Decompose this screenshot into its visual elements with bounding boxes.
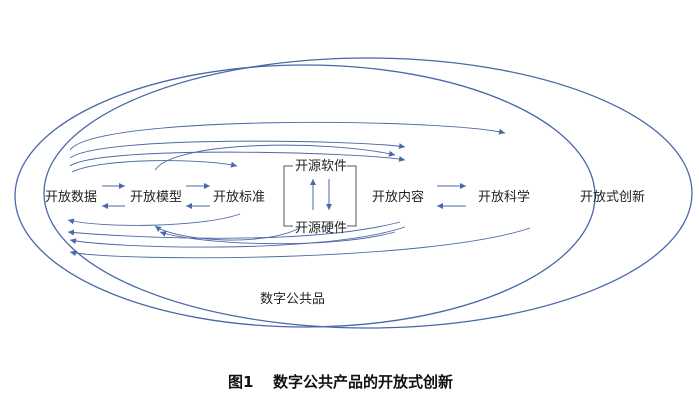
label-digital-public-goods: 数字公共品: [260, 292, 325, 307]
label-open-innovation: 开放式创新: [580, 189, 645, 205]
digital-public-goods-ellipse: [14, 64, 596, 328]
top-feedback-arrows: [69, 121, 506, 173]
adjacent-arrows: [102, 179, 466, 210]
bottom-feedback-arrows: [67, 213, 531, 259]
node-open-standard: 开放标准: [213, 190, 265, 205]
arrow-model-to-software: [154, 144, 396, 171]
arrow-content-to-data-b: [67, 221, 401, 239]
arrow-hardware-to-model: [154, 225, 301, 241]
node-open-content: 开放内容: [372, 189, 424, 205]
arrow-data-to-software-b: [69, 151, 406, 167]
arrow-science-to-data-bottom: [69, 227, 531, 259]
open-source-bracket: [283, 165, 357, 227]
node-open-data: 开放数据: [45, 190, 97, 205]
arrow-data-to-software-a: [69, 140, 406, 159]
arrow-data-to-science-top: [69, 121, 506, 151]
node-open-model: 开放模型: [130, 190, 182, 205]
node-open-source-hardware: 开源硬件: [295, 221, 347, 236]
caption-title: 数字公共产品的开放式创新: [273, 373, 453, 391]
node-open-science: 开放科学: [478, 189, 530, 205]
node-open-source-software: 开源软件: [295, 159, 347, 174]
open-innovation-ellipse: [43, 57, 693, 329]
arrow-data-to-standard: [71, 160, 238, 173]
arrow-content-to-data-a: [69, 226, 406, 248]
arrow-software-to-model: [159, 230, 396, 245]
arrow-standard-to-data: [67, 213, 241, 226]
caption-number: 图1: [228, 373, 253, 391]
